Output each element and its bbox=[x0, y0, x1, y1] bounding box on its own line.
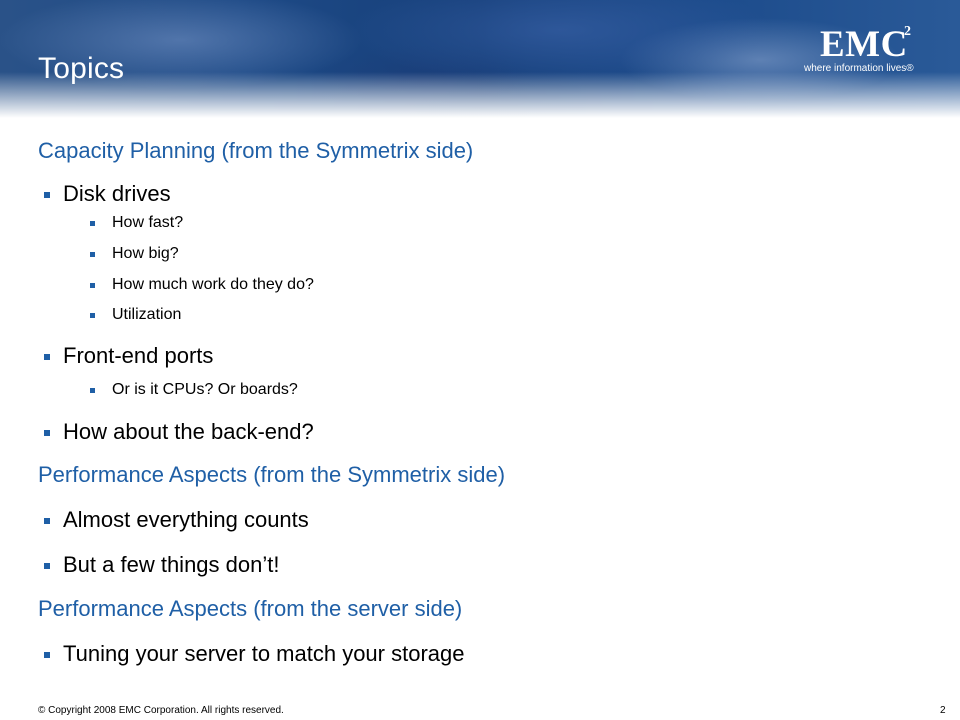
bullet-tuning: Tuning your server to match your storage bbox=[63, 641, 465, 666]
sub-bullet-cpus-boards: Or is it CPUs? Or boards? bbox=[112, 381, 298, 398]
section-heading-performance-symmetrix: Performance Aspects (from the Symmetrix … bbox=[38, 462, 506, 487]
bullet-square-icon bbox=[44, 518, 50, 524]
bullet-front-end-ports: Front-end ports bbox=[63, 343, 214, 368]
sub-bullet-utilization: Utilization bbox=[112, 306, 182, 323]
sub-bullet-square-icon bbox=[90, 283, 95, 288]
bullet-few-things: But a few things don’t! bbox=[63, 552, 280, 577]
bullet-square-icon bbox=[44, 192, 50, 198]
sub-bullet-square-icon bbox=[90, 313, 95, 318]
sub-bullet-how-fast: How fast? bbox=[112, 214, 184, 231]
bullet-square-icon bbox=[44, 430, 50, 436]
sub-bullet-square-icon bbox=[90, 252, 95, 257]
sub-bullet-square-icon bbox=[90, 388, 95, 393]
slide-header-banner bbox=[0, 0, 960, 118]
slide-title: Topics bbox=[38, 52, 125, 85]
emc-logo: EMC 2 where information lives® bbox=[804, 22, 934, 82]
copyright-notice: © Copyright 2008 EMC Corporation. All ri… bbox=[38, 705, 284, 716]
bullet-back-end: How about the back-end? bbox=[63, 419, 314, 444]
bullet-square-icon bbox=[44, 563, 50, 569]
logo-superscript: 2 bbox=[904, 24, 911, 39]
page-number: 2 bbox=[940, 705, 946, 716]
section-heading-performance-server: Performance Aspects (from the server sid… bbox=[38, 596, 463, 621]
bullet-disk-drives: Disk drives bbox=[63, 181, 171, 206]
bullet-almost-everything: Almost everything counts bbox=[63, 507, 309, 532]
bullet-square-icon bbox=[44, 652, 50, 658]
section-heading-capacity: Capacity Planning (from the Symmetrix si… bbox=[38, 138, 474, 163]
logo-tagline: where information lives® bbox=[804, 63, 914, 74]
sub-bullet-how-big: How big? bbox=[112, 245, 179, 262]
sub-bullet-square-icon bbox=[90, 221, 95, 226]
logo-mark: EMC bbox=[820, 24, 908, 65]
bullet-square-icon bbox=[44, 354, 50, 360]
sub-bullet-how-much-work: How much work do they do? bbox=[112, 276, 314, 293]
